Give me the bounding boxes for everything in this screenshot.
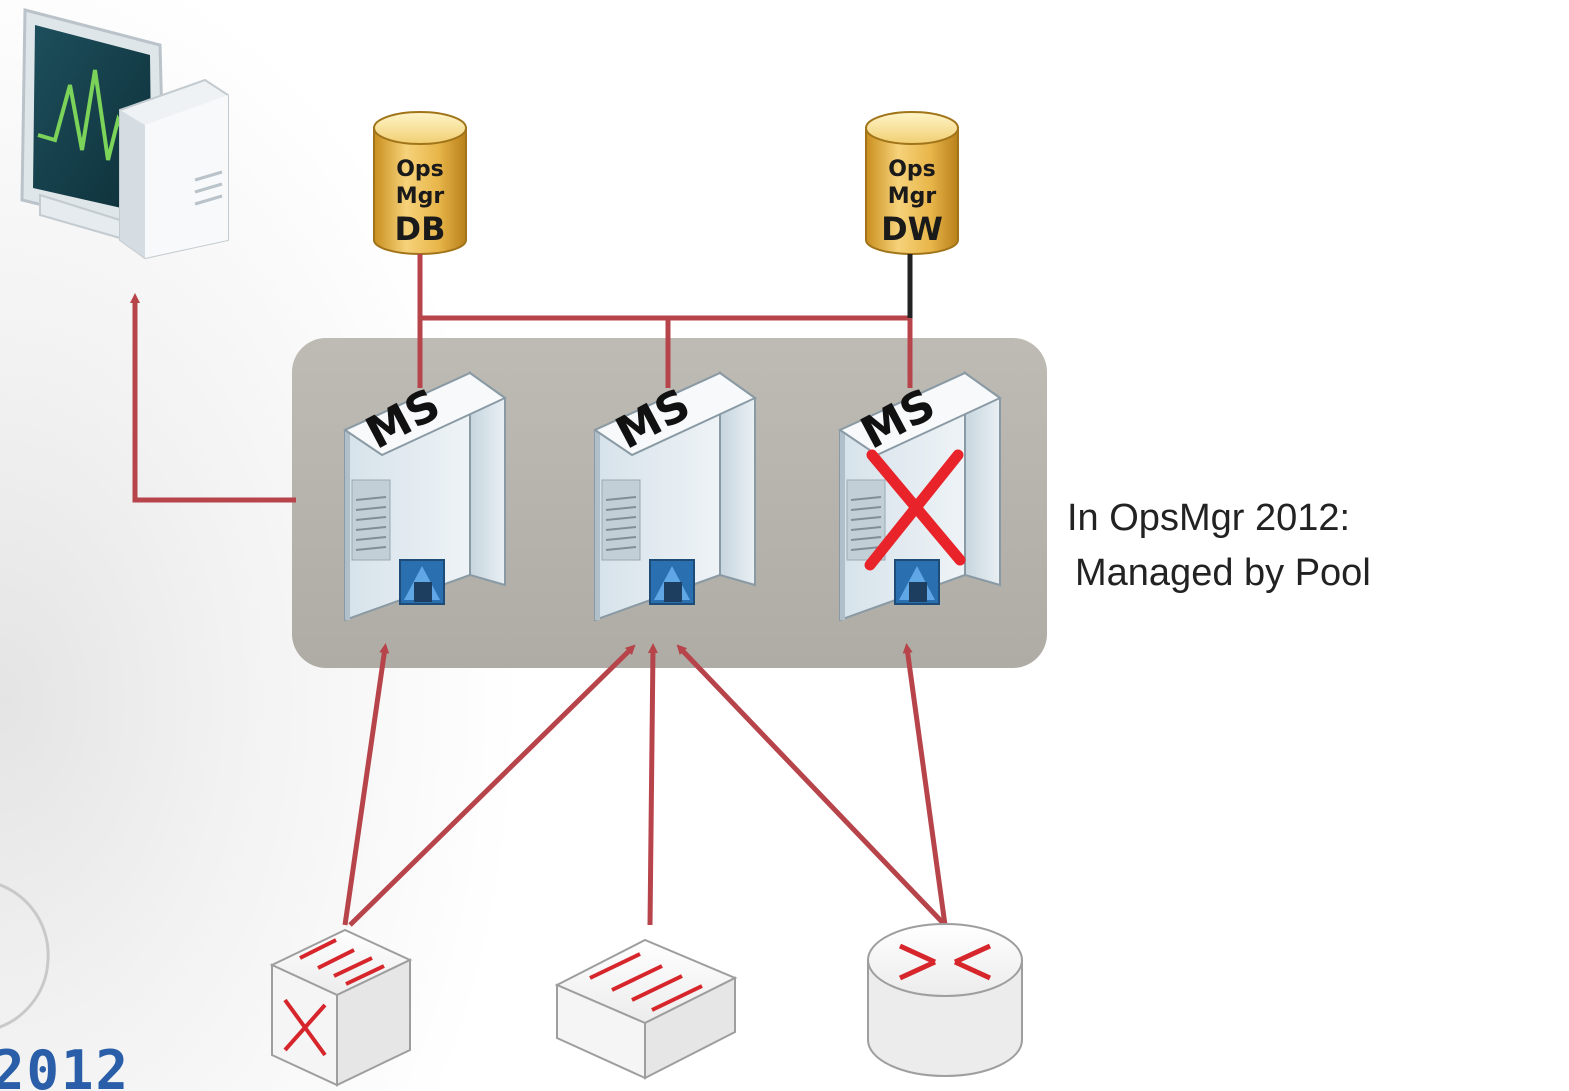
db-label-line3: DB <box>395 210 446 248</box>
logo-year-text: 2012 <box>0 1039 130 1091</box>
device-connectors <box>342 643 948 927</box>
db-connectors <box>417 254 913 388</box>
db-label-line1: Ops <box>396 157 444 182</box>
dw-label-line1: Ops <box>888 157 936 182</box>
caption-line2: Managed by Pool <box>1075 552 1371 594</box>
conference-logo: 2012 <box>0 883 130 1091</box>
switch-icon <box>554 938 738 1080</box>
router-icon <box>867 923 1023 1077</box>
management-server-icon: MS <box>342 371 507 622</box>
db-label-line2: Mgr <box>396 184 445 209</box>
ops-mgr-dw-icon: Ops Mgr DW <box>865 111 959 255</box>
failure-x-icon <box>864 449 966 571</box>
ops-mgr-db-icon: Ops Mgr DB <box>373 111 467 255</box>
caption-line1: In OpsMgr 2012: <box>1067 497 1350 539</box>
layer3-switch-icon <box>269 928 413 1087</box>
dw-label-line2: Mgr <box>888 184 937 209</box>
management-server-icon: MS <box>592 371 757 622</box>
console-connector <box>130 293 296 503</box>
dw-label-line3: DW <box>881 210 943 248</box>
console-computer-icon <box>20 8 229 260</box>
